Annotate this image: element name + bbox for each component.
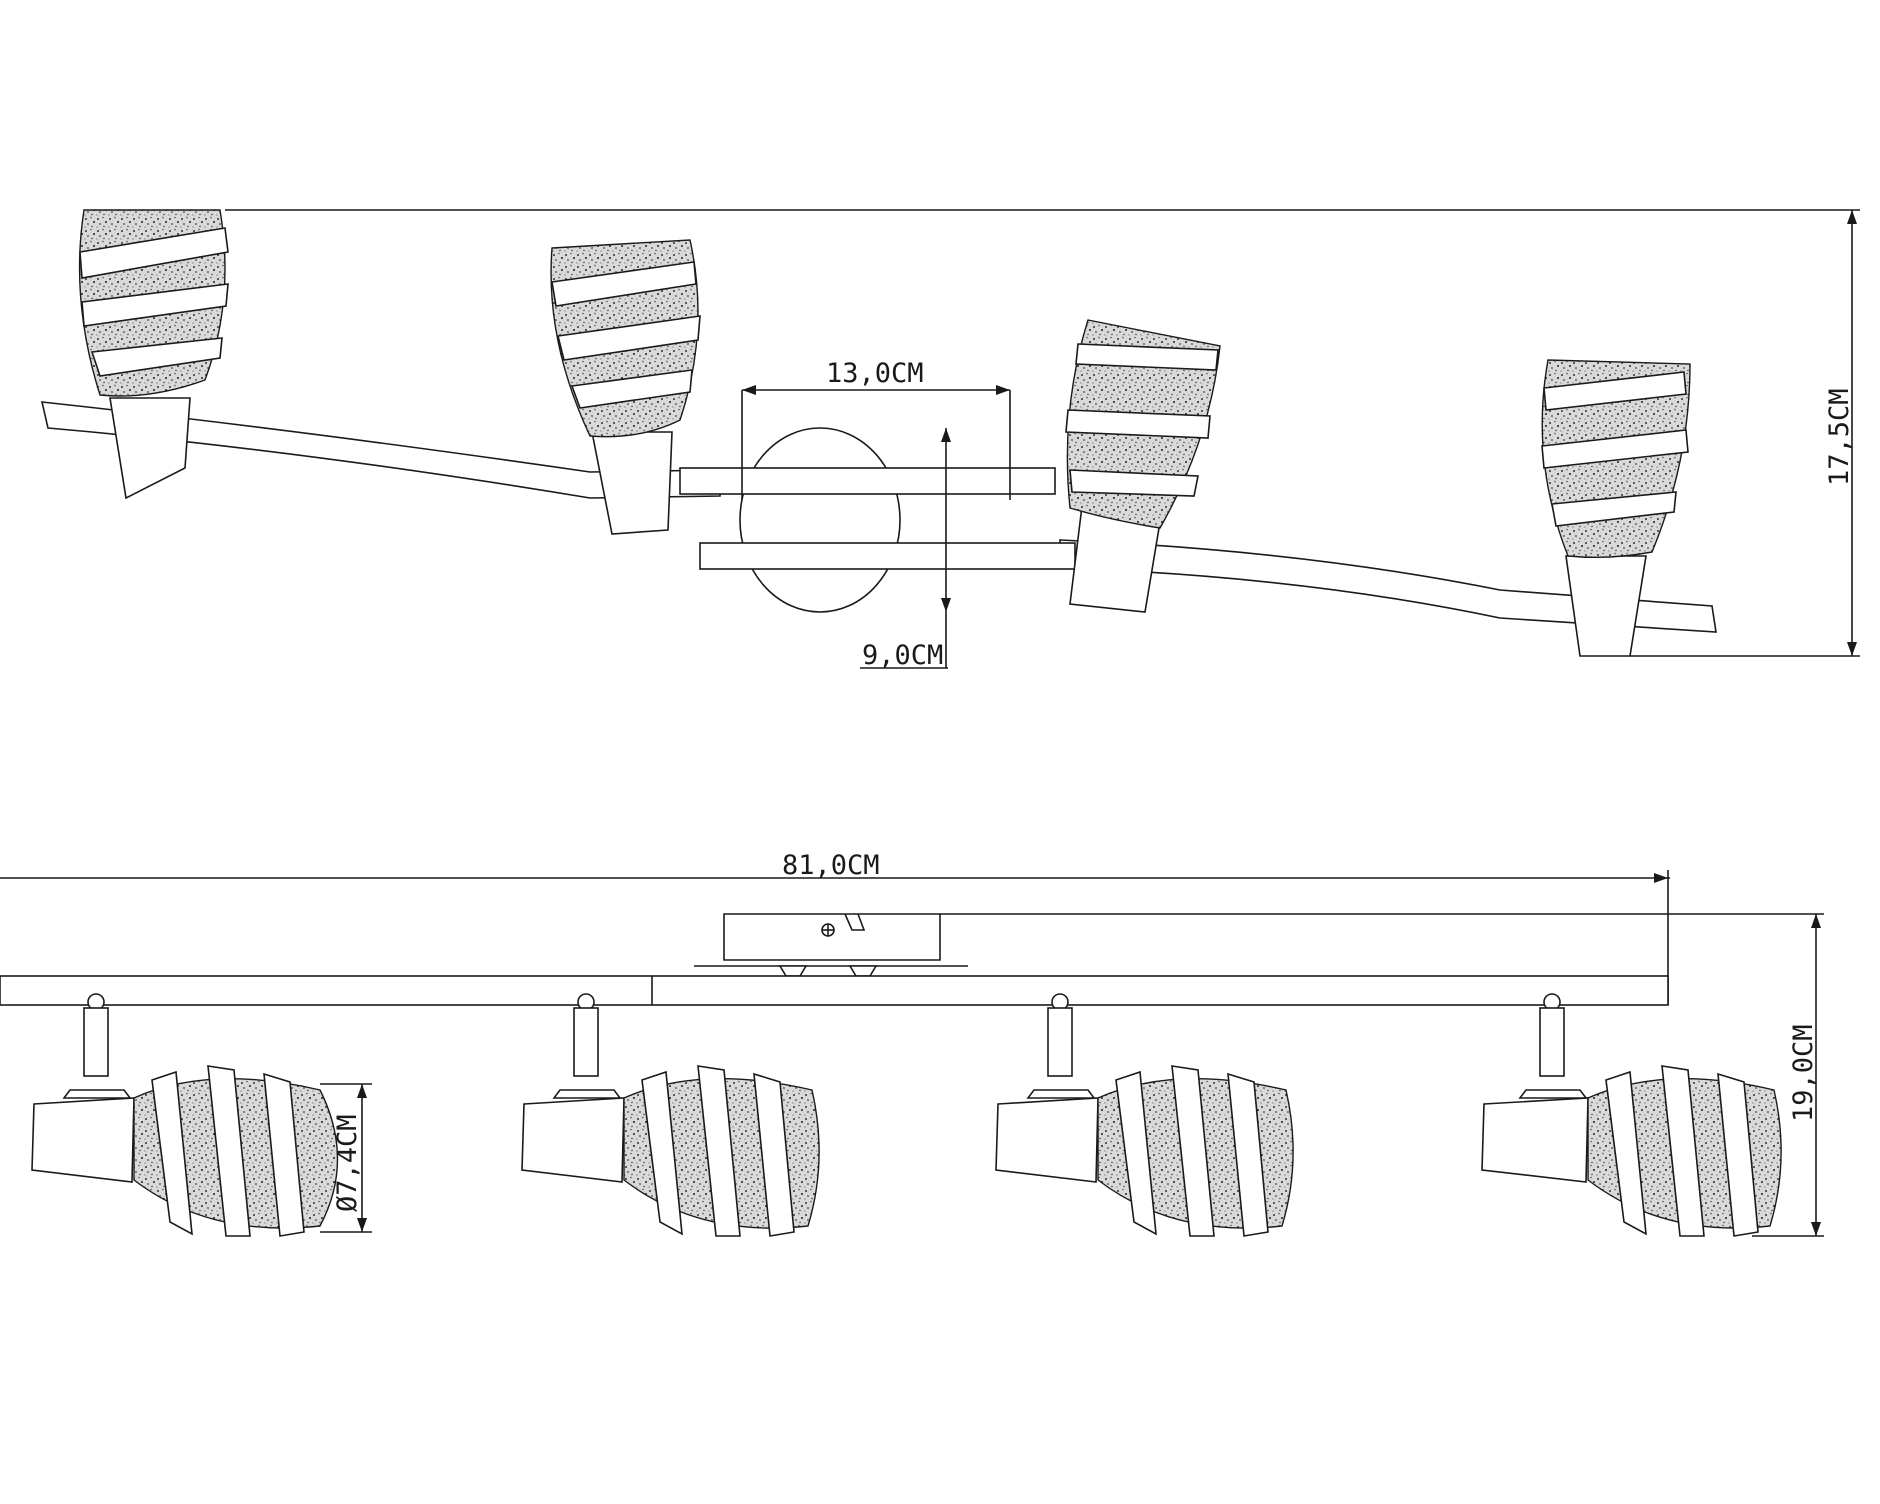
dimension-9cm: 9,0CM xyxy=(860,428,951,671)
dimension-13cm-label: 13,0CM xyxy=(826,358,924,389)
dimension-17-5cm-label: 17,5CM xyxy=(1824,388,1855,486)
dimension-81cm-label: 81,0CM xyxy=(782,850,880,881)
spot-lamp-4 xyxy=(1541,359,1691,657)
dimension-17-5cm: 17,5CM xyxy=(1824,210,1857,656)
spot-lamp-3 xyxy=(1065,319,1221,613)
cross-bar-upper xyxy=(679,467,1056,495)
dimension-19cm-label: 19,0CM xyxy=(1788,1024,1819,1122)
side-spot-3 xyxy=(995,993,1294,1237)
canopy-box xyxy=(694,913,968,977)
dimension-81cm: 81,0CM xyxy=(0,850,1670,1005)
dimension-9cm-label: 9,0CM xyxy=(862,640,943,671)
curved-arm-left xyxy=(40,401,721,499)
canopy-oval xyxy=(739,427,901,613)
dimension-diameter-7-4cm-label: Ø7,4CM xyxy=(332,1114,363,1212)
curved-arm-right xyxy=(1059,539,1717,633)
side-view: 81,0CM 19,0CM xyxy=(0,850,1824,1237)
mounting-bar xyxy=(0,975,1669,1006)
side-spot-1 xyxy=(31,993,339,1237)
dimension-diameter-7-4cm: Ø7,4CM xyxy=(320,1083,372,1233)
cross-bar-lower xyxy=(699,542,1076,570)
spot-lamp-2 xyxy=(550,239,701,535)
dimension-19cm: 19,0CM xyxy=(1752,914,1824,1237)
top-view: 13,0CM 9,0CM 17,5CM xyxy=(40,209,1860,671)
dimension-13cm: 13,0CM xyxy=(741,358,1011,500)
spot-lamp-1 xyxy=(78,209,229,500)
side-spot-2 xyxy=(521,993,820,1237)
side-spot-4 xyxy=(1481,993,1782,1237)
